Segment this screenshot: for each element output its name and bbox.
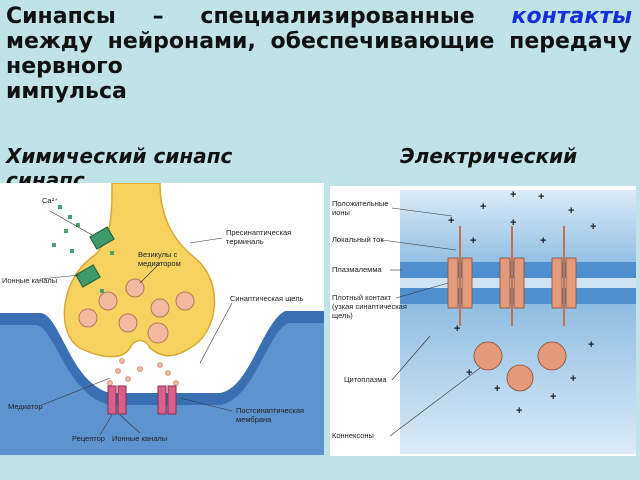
label-vesicles-1: Везикулы с [138,250,177,259]
leader-lines [39,210,233,436]
title-part4: импульса [6,79,127,104]
label-plasmalemma: Плазмалемма [332,265,382,274]
electrical-synapse-diagram: + + + + + + + + + + + + + + + + Положите… [330,186,636,456]
svg-text:+: + [466,367,472,379]
label-postsynaptic-1: Постсинаптическая [236,406,304,415]
connexon-channels [447,257,577,309]
connexon [513,257,525,309]
presynaptic-ion-channels [75,226,115,288]
title-part2: между нейронами, [6,29,256,54]
label-cleft: Синаптическая щель [230,294,304,303]
chemical-synapse-diagram: Ca²⁺ Ионные каналы Везикулы с медиатором… [0,182,324,455]
subtitle-electrical: Электрический [400,144,578,168]
upper-cell [400,190,636,266]
ion-channel [75,264,101,288]
vesicle [98,291,118,311]
local-current-arrows [459,226,565,326]
svg-text:+: + [590,221,596,233]
svg-text:+: + [516,405,522,417]
vesicle [118,313,138,333]
leader-lines [381,207,481,437]
title-dash: – [152,4,164,29]
ion-channel [157,385,167,415]
title-part3: обеспечивающие передачу нервного [6,29,632,79]
connexon-rosette [537,341,567,371]
postsynaptic-ion-channels [107,385,177,415]
label-receptor: Рецептор [72,434,105,443]
label-cytoplasm: Цитоплазма [344,375,387,384]
connexon [461,257,473,309]
label-postsynaptic-2: мембрана [236,415,272,424]
svg-text:+: + [540,235,546,247]
svg-text:+: + [448,215,454,227]
svg-text:+: + [570,373,576,385]
title-accent: контакты [511,4,632,29]
slide-title: Синапсы – специализированные контакты ме… [6,4,632,104]
vesicle [78,308,98,328]
svg-text:+: + [510,217,516,229]
connexon [551,257,563,309]
label-local-current: Локальный ток [332,235,384,244]
connexon-rosette [506,364,534,392]
mediator-molecules [107,358,179,386]
label-ca: Ca²⁺ [42,196,58,205]
vesicle [175,291,195,311]
plus-signs: + + + + + + + + + + + + + + + + [448,189,596,417]
svg-text:+: + [454,323,460,335]
svg-text:+: + [470,235,476,247]
vesicle [150,298,170,318]
electrical-synapse-svg: + + + + + + + + + + + + + + + + Положите… [332,189,636,454]
label-tight-contact-2: (узкая синаптическая [332,302,407,311]
postsynaptic-inner [0,323,324,455]
label-ion-channels-left: Ионные каналы [2,276,57,285]
title-part1: специализированные [200,4,475,29]
label-vesicles-2: медиатором [138,259,181,268]
vesicle [147,322,169,344]
label-connexons: Коннексоны [332,431,374,440]
connexon [565,257,577,309]
ion-channel [117,385,127,415]
label-positive-ions-1: Положительные [332,199,388,208]
connexon [447,257,459,309]
connexon-rosettes [473,341,567,392]
label-presynaptic-2: терминаль [226,237,264,246]
label-tight-contact-3: щель) [332,311,353,320]
label-mediator: Медиатор [8,402,43,411]
label-positive-ions-2: ионы [332,208,350,217]
chemical-synapse-svg: Ca²⁺ Ионные каналы Везикулы с медиатором… [0,182,324,455]
ion-channel [167,385,177,415]
svg-text:+: + [568,205,574,217]
svg-text:+: + [510,189,516,201]
label-presynaptic-1: Пресинаптическая [226,228,291,237]
svg-text:+: + [550,391,556,403]
label-ion-channels-bottom: Ионные каналы [112,434,167,443]
vesicles [78,278,195,344]
connexon [499,257,511,309]
vesicle [125,278,145,298]
label-tight-contact-1: Плотный контакт [332,293,392,302]
svg-text:+: + [538,191,544,203]
ion-channel [89,226,115,250]
ca-ions [52,205,114,293]
connexon-rosette [473,341,503,371]
ion-channel [107,385,117,415]
subtitle-chemical: Химический синапс [6,144,233,168]
svg-text:+: + [494,383,500,395]
svg-text:+: + [588,339,594,351]
presynaptic-terminal [63,182,216,358]
title-term: Синапсы [6,4,116,29]
svg-text:+: + [480,201,486,213]
